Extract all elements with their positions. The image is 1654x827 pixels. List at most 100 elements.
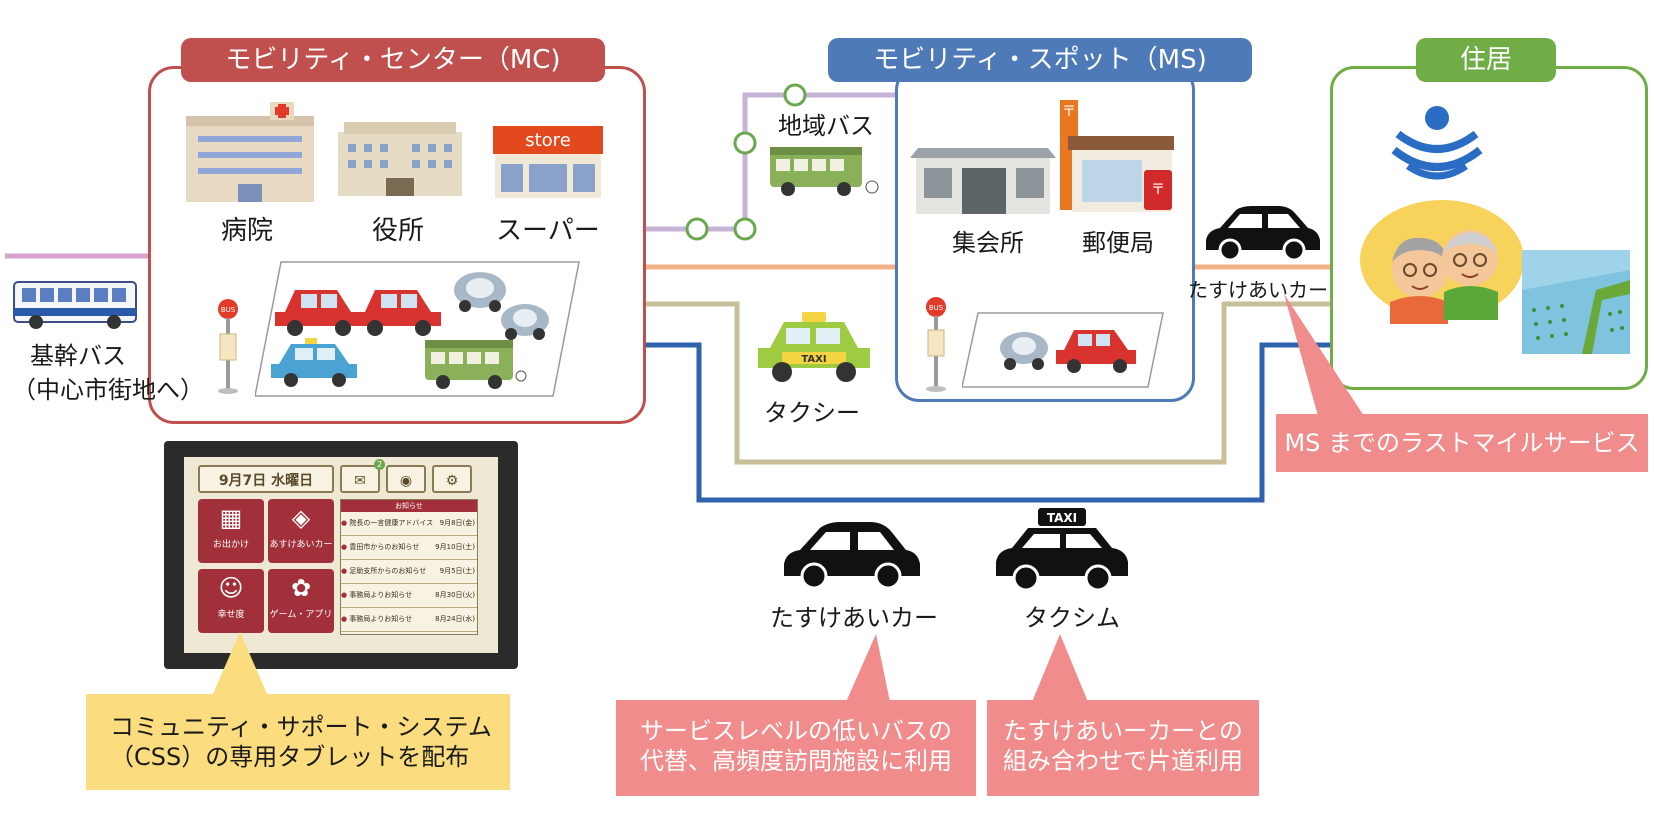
supermarket-icon: store	[493, 126, 603, 198]
last-mile-callout: MS までのラストマイルサービス	[1276, 414, 1648, 472]
hospital-label: 病院	[221, 216, 274, 246]
bus-stop-icon: BUS	[926, 297, 946, 392]
meeting-hall-label: 集会所	[952, 229, 1024, 257]
post-office-label: 郵便局	[1082, 229, 1154, 257]
bus-stop-marker	[733, 131, 757, 155]
news-marker-icon: ●	[341, 567, 348, 575]
wifi-icon	[1391, 106, 1483, 180]
css-callout-line1: コミュニティ・サポート・システム	[110, 713, 492, 741]
news-title: 事務局よりお知らせ	[349, 615, 413, 623]
gear-icon: ⚙	[445, 473, 459, 489]
red-car-icon	[355, 290, 441, 336]
mail-badge: 2	[374, 459, 385, 470]
game-icon: ✿	[290, 574, 312, 602]
taxi-route-line	[640, 301, 1330, 465]
blue-route-line	[640, 342, 1330, 503]
tasukeai-callout: サービスレベルの低いバスの 代替、高頻度訪問施設に利用	[616, 700, 976, 796]
css-pointer	[212, 632, 268, 696]
tablet-date: 9月7日 水曜日	[198, 465, 334, 493]
bus-stop-marker	[733, 217, 757, 241]
news-marker-icon: ●	[341, 591, 348, 599]
tasukeai-pointer	[846, 634, 890, 702]
css-callout: コミュニティ・サポート・システム （CSS）の専用タブレットを配布	[86, 694, 510, 790]
red-car-icon	[275, 290, 361, 336]
tasukeai-callout-line2: 代替、高頻度訪問施設に利用	[640, 747, 952, 775]
supermarket-label: スーパー	[496, 216, 600, 246]
tablet-happiness-button[interactable]: ☺ 幸せ度	[198, 569, 264, 633]
local-bus-label: 地域バス	[778, 112, 874, 140]
residence-title: 住居	[1416, 38, 1556, 82]
news-row[interactable]: ● 足助支所からのお知らせ 9月5日(土)	[341, 560, 477, 584]
tablet-button-label: ゲーム・アプリ	[269, 610, 333, 620]
hospital-icon	[186, 102, 314, 202]
store-sign: store	[525, 130, 571, 151]
mail-icon: ✉	[354, 473, 366, 489]
news-date: 8月30日(火)	[435, 591, 475, 599]
ms-parking-area	[962, 312, 1164, 388]
tasukeai-car-legend-icon	[784, 522, 920, 590]
news-marker-icon: ●	[341, 543, 348, 551]
meeting-hall-icon	[910, 148, 1056, 214]
tablet-mail-button[interactable]: ✉	[340, 465, 380, 493]
news-row[interactable]: ● 院長の一言健康アドバイス 9月8日(金)	[341, 512, 477, 536]
green-bus-icon	[425, 340, 527, 389]
tablet-point-button[interactable]: ◉	[386, 465, 426, 493]
tablet-settings-button[interactable]: ⚙	[432, 465, 472, 493]
small-ev-icon	[501, 304, 549, 340]
tablet-tasukeai-button[interactable]: ◈ あすけあいカー	[268, 499, 334, 563]
news-row[interactable]: ● 豊田市からのお知らせ 9月10日(土)	[341, 536, 477, 560]
news-date: 9月8日(金)	[439, 519, 475, 527]
tablet-game-button[interactable]: ✿ ゲーム・アプリ	[268, 569, 334, 633]
elderly-couple-icon	[1360, 200, 1524, 324]
car-icon: ◈	[291, 504, 311, 532]
tablet-outing-button[interactable]: ▦ お出かけ	[198, 499, 264, 563]
news-header: お知らせ	[341, 500, 477, 512]
taxi-sign: TAXI	[801, 354, 826, 365]
news-marker-icon: ●	[341, 519, 348, 527]
bus-stop-marker	[783, 83, 807, 107]
news-row[interactable]: ● 事務局よりお知らせ 8月24日(水)	[341, 608, 477, 632]
tasukeai-callout-line1: サービスレベルの低いバスの	[640, 717, 952, 745]
small-ev-icon	[1000, 332, 1048, 370]
tasukeai-car-icon	[1206, 206, 1320, 262]
css-callout-line2: （CSS）の専用タブレットを配布	[110, 743, 470, 771]
bus-stop-sign: BUS	[221, 306, 236, 314]
tablet-news-panel: お知らせ ● 院長の一言健康アドバイス 9月8日(金) ● 豊田市からのお知らせ…	[340, 499, 478, 635]
news-title: 院長の一言健康アドバイス	[349, 519, 434, 527]
news-date: 8月24日(水)	[435, 615, 475, 623]
trunk-bus-sublabel: （中心市街地へ）	[12, 376, 204, 404]
bus-stop-sign: BUS	[929, 304, 944, 312]
smile-icon: ☺	[218, 574, 244, 602]
taxim-legend-label: タクシム	[1024, 604, 1120, 632]
post-office-icon: 〒 〒	[1060, 100, 1174, 212]
blue-taxi-icon	[271, 338, 357, 387]
bus-stop-marker	[685, 217, 709, 241]
news-date: 9月10日(土)	[435, 543, 475, 551]
calendar-icon: ▦	[219, 504, 243, 532]
news-row[interactable]: ● 事務局よりお知らせ 8月30日(火)	[341, 584, 477, 608]
taxim-callout: たすけあいーカーとの 組み合わせで片道利用	[987, 700, 1259, 796]
small-ev-icon	[454, 272, 506, 312]
ms-title: モビリティ・スポット（MS)	[828, 38, 1252, 82]
local-bus-icon	[770, 147, 879, 196]
taxi-label: タクシー	[764, 399, 860, 427]
taxim-callout-line2: 組み合わせで片道利用	[1003, 747, 1243, 775]
taxi-icon: TAXI	[758, 312, 870, 382]
svg-text:〒: 〒	[1062, 104, 1076, 120]
taxim-sign: TAXI	[1047, 511, 1077, 525]
tablet-button-label: 幸せ度	[217, 610, 245, 620]
news-title: 事務局よりお知らせ	[349, 591, 413, 599]
bus-stop-icon: BUS	[218, 299, 238, 394]
rice-field-icon	[1522, 250, 1630, 354]
city-office-icon	[338, 122, 462, 196]
svg-text:〒: 〒	[1151, 182, 1165, 198]
mc-parking-area	[255, 261, 580, 397]
point-icon: ◉	[399, 473, 413, 489]
css-tablet: 9月7日 水曜日 ✉ 2 ◉ ⚙ ▦ お出かけ ◈ あすけあいカー ☺ 幸せ度 …	[164, 441, 518, 669]
tasukeai-car-label: たすけあいカー	[1188, 278, 1328, 302]
news-marker-icon: ●	[341, 615, 348, 623]
taxim-callout-line1: たすけあいーカーとの	[1003, 717, 1243, 745]
mc-title: モビリティ・センター（MC)	[181, 38, 605, 82]
trunk-bus-label: 基幹バス	[30, 342, 126, 370]
